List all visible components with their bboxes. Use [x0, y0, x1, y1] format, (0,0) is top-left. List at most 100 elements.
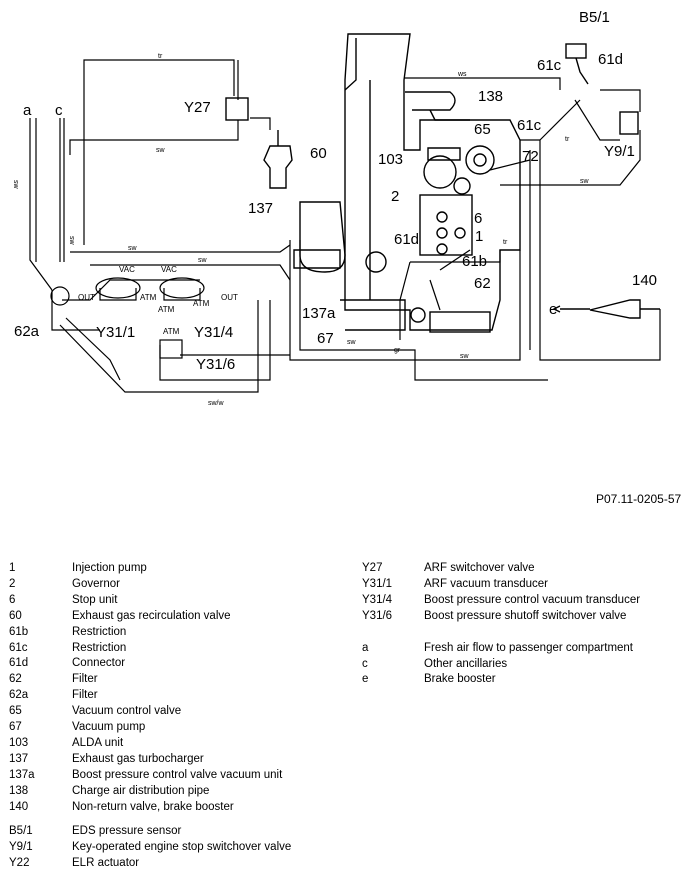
legend-description: Restriction [72, 625, 127, 638]
label-72: 72 [522, 148, 539, 165]
legend-code: 137a [9, 768, 35, 781]
legend-description: Charge air distribution pipe [72, 784, 210, 797]
port-label: OUT [78, 293, 95, 302]
legend-code: Y31/4 [362, 593, 393, 606]
label-y31-6: Y31/6 [196, 356, 235, 373]
legend-code: 67 [9, 721, 22, 734]
port-label: VAC [161, 265, 177, 274]
label-62: 62 [474, 275, 491, 292]
label-c: c [55, 102, 63, 119]
legend-description: Restriction [72, 641, 127, 654]
legend-description: Non-return valve, brake booster [72, 800, 234, 813]
reference-code: P07.11-0205-57 [596, 492, 682, 506]
legend-code: 61b [9, 625, 29, 638]
label-140: 140 [632, 272, 657, 289]
line-label: sw [198, 257, 208, 264]
port-label: ATM [140, 293, 157, 302]
line-label: sw [347, 339, 357, 346]
transducers [50, 277, 205, 359]
legend-description: Vacuum pump [72, 721, 146, 734]
label-62a: 62a [14, 323, 40, 340]
legend-description: EDS pressure sensor [72, 825, 182, 837]
legend-row: 65 Vacuum control valve [9, 704, 282, 720]
legend-code: 61d [9, 657, 29, 670]
legend-code: e [362, 673, 369, 686]
legend-code: c [362, 657, 368, 670]
label-61d: 61d [598, 51, 623, 68]
legend-description: Boost pressure control vacuum transducer [424, 593, 641, 606]
label-y27: Y27 [184, 99, 211, 116]
legend-code: 1 [9, 562, 16, 574]
legend-description: Brake booster [424, 673, 496, 686]
legend-description: Exhaust gas recirculation valve [72, 609, 231, 622]
legend-description: Vacuum control valve [72, 705, 182, 718]
legend-row: 137a Boost pressure control valve vacuum … [9, 768, 282, 784]
legend-row: 61d Connector [9, 656, 282, 672]
legend-row: 6 Stop unit [9, 593, 282, 609]
legend-code: Y9/1 [9, 840, 33, 853]
line-label: sw [156, 147, 166, 154]
legend-row: 61b Restriction [9, 625, 282, 641]
label-137a: 137a [302, 305, 336, 322]
legend-description: Key-operated engine stop switchover valv… [72, 840, 292, 853]
legend-code: Y31/1 [362, 577, 393, 590]
legend-description: Stop unit [72, 593, 118, 606]
legend-code: 6 [9, 593, 16, 606]
label-137: 137 [248, 200, 273, 217]
label-61b: 61b [462, 253, 487, 270]
label-60: 60 [310, 145, 327, 162]
label-103: 103 [378, 151, 403, 168]
legend-description: Governor [72, 577, 120, 590]
legend-row: Y31/4 Boost pressure control vacuum trans… [362, 593, 640, 609]
label-61d-2: 61d [394, 231, 419, 248]
label-67: 67 [317, 330, 334, 347]
legend-row: Y31/1 ARF vacuum transducer [362, 577, 640, 593]
port-label: OUT [221, 293, 238, 302]
legend-description: Filter [72, 689, 98, 702]
legend-row: Y22 ELR actuator [9, 856, 291, 872]
legend-row: 140 Non-return valve, brake booster [9, 800, 282, 816]
legend-code: 140 [9, 800, 29, 813]
legend-code: 62 [9, 673, 22, 686]
label-1: 1 [475, 228, 483, 245]
port-label: ATM [193, 299, 210, 308]
legend-code: 65 [9, 705, 22, 718]
engine-block [225, 33, 660, 333]
label-61c: 61c [537, 57, 562, 74]
line-label: gr [394, 347, 401, 354]
port-label: ATM [163, 327, 180, 336]
legend-description: ARF vacuum transducer [424, 577, 548, 590]
port-label: ATM [158, 305, 175, 314]
legend-code: a [362, 641, 369, 654]
line-label: sw [128, 245, 138, 252]
legend-description: Boost pressure control valve vacuum unit [72, 768, 283, 781]
label-y31-1: Y31/1 [96, 324, 135, 341]
legend-row: 138 Charge air distribution pipe [9, 784, 282, 800]
legend-gap [362, 625, 640, 641]
line-label: sw/w [208, 400, 225, 407]
legend-description: ELR actuator [72, 856, 140, 869]
legend-code: 138 [9, 784, 29, 797]
line-label: tr [565, 136, 570, 143]
label-65: 65 [474, 121, 491, 138]
label-y9-1: Y9/1 [604, 143, 635, 160]
legend-description: Connector [72, 657, 126, 670]
port-label: VAC [119, 265, 135, 274]
legend-description: Exhaust gas turbocharger [72, 752, 204, 765]
label-6: 6 [474, 210, 482, 227]
label-e: e [549, 301, 557, 318]
legend-row: e Brake booster [362, 672, 640, 688]
legend-description: ARF switchover valve [424, 562, 535, 574]
line-label: ws [457, 71, 467, 78]
legend-row: Y9/1 Key-operated engine stop switchover … [9, 840, 291, 856]
legend-description: ALDA unit [72, 736, 124, 749]
line-label: tr [158, 53, 163, 60]
legend-code: Y27 [362, 562, 383, 574]
legend-code: Y22 [9, 856, 30, 869]
